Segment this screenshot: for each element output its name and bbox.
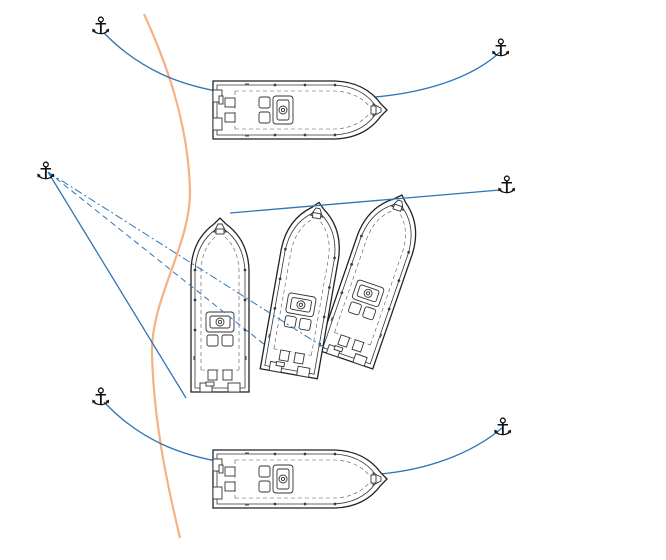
anchor-icon: ⚓	[496, 171, 518, 199]
anchor-icon: ⚓	[90, 12, 112, 40]
boat-bottom	[212, 449, 388, 509]
mooring-line-middle-stern-dashed-1	[47, 171, 266, 346]
boat-top	[212, 80, 388, 140]
mooring-line-middle-stern-solid	[47, 171, 187, 399]
mooring-line-middle-bow	[229, 189, 501, 214]
mooring-line-bottom-bow	[379, 427, 503, 475]
mooring-line-top-bow	[374, 51, 501, 98]
anchor-icon: ⚓	[35, 157, 57, 185]
mooring-line-bottom-stern	[103, 401, 223, 463]
boat-middle-1	[190, 217, 250, 393]
mooring-line-top-stern	[103, 32, 223, 93]
anchor-icon: ⚓	[492, 413, 514, 441]
shoreline	[142, 13, 192, 539]
anchor-icon: ⚓	[90, 383, 112, 411]
mooring-line-middle-stern-dashed-2	[47, 171, 329, 351]
anchor-icon: ⚓	[490, 34, 512, 62]
